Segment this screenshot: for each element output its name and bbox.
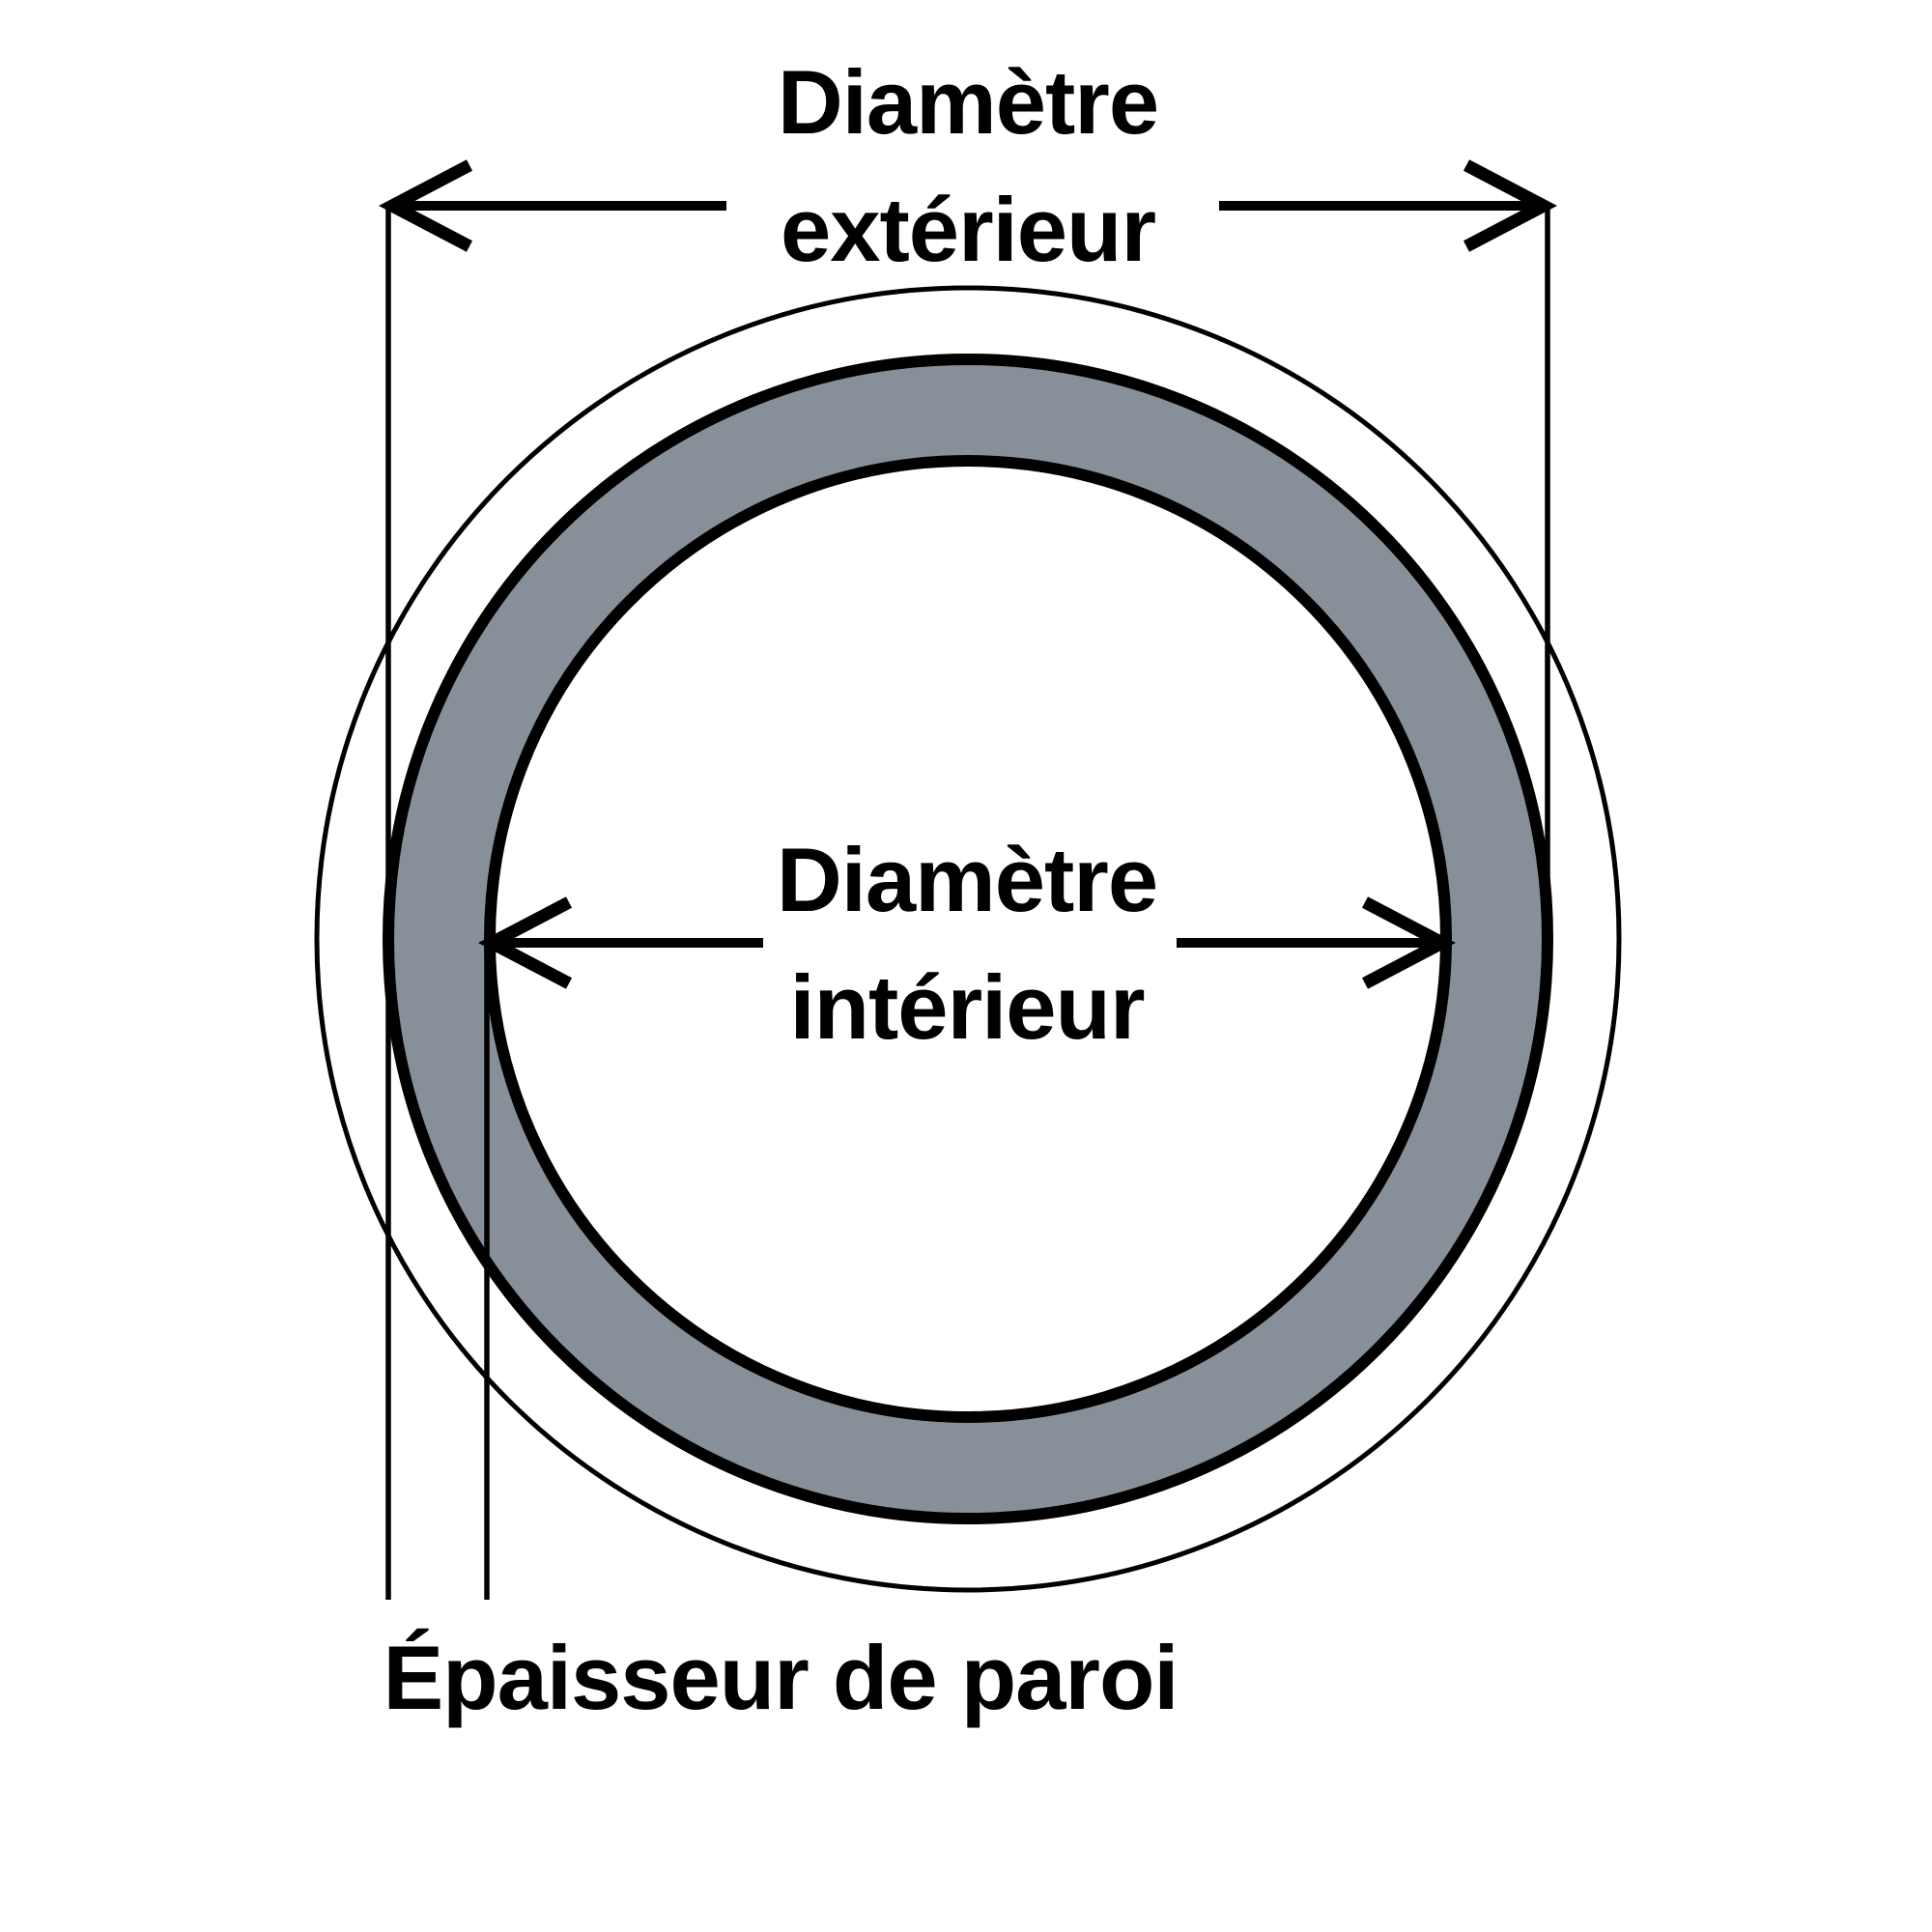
outer-reference-circle — [314, 285, 1622, 1593]
inner-diameter-label-line1: Diamètre — [776, 829, 1158, 930]
arrowhead-left-icon — [379, 159, 473, 252]
inner-diameter-arrow — [478, 896, 1456, 989]
arrowhead-right-icon — [1361, 896, 1456, 989]
outer-diameter-arrow — [379, 159, 1557, 252]
outer-diameter-label-line1: Diamètre — [777, 51, 1159, 153]
wall-thickness-label: Épaisseur de paroi — [383, 1627, 1179, 1728]
outer-diameter-label: Diamètre extérieur — [777, 39, 1159, 294]
outer-diameter-label-line2: extérieur — [780, 179, 1156, 280]
arrowhead-left-icon — [478, 896, 573, 989]
arrowhead-right-icon — [1463, 159, 1557, 252]
diagram-strokes-group — [314, 159, 1622, 1600]
inner-diameter-label: Diamètre intérieur — [776, 816, 1158, 1071]
inner-diameter-label-line2: intérieur — [789, 956, 1145, 1058]
